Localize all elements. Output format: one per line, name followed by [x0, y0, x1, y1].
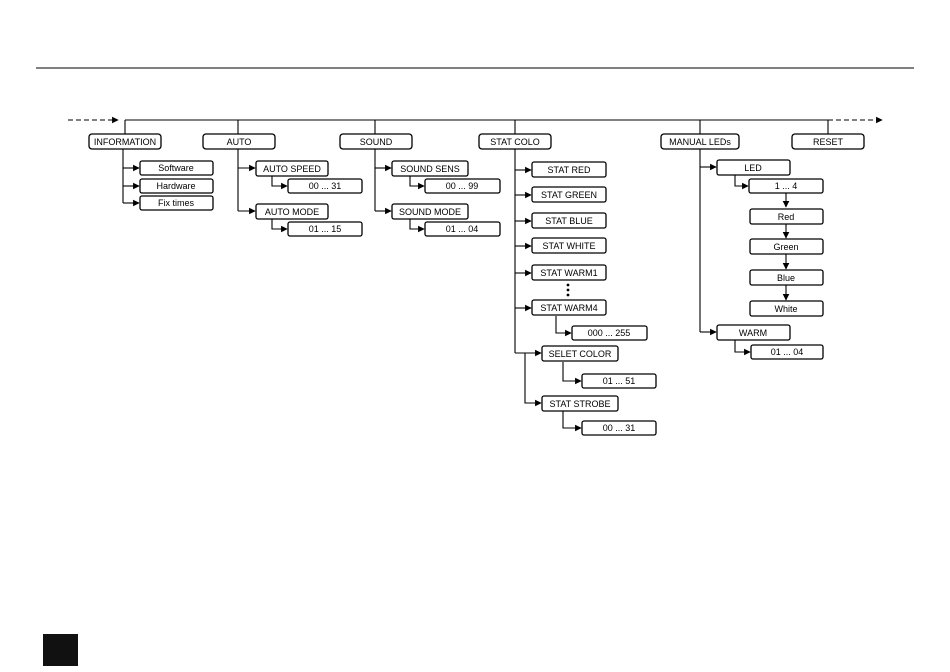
stat-strobe-range-label: 00 ... 31 — [603, 423, 636, 433]
auto-mode-link — [271, 219, 288, 233]
stat-select-link — [562, 362, 582, 385]
info-fix-times-label: Fix times — [158, 198, 195, 208]
page-marker-block — [43, 634, 78, 666]
sound-mode-range-label: 01 ... 04 — [446, 224, 479, 234]
manual-color-red-label: Red — [778, 212, 795, 222]
stat-strobe-link — [562, 411, 582, 432]
stat-white[interactable]: STAT WHITE — [531, 237, 607, 254]
info-hardware-label: Hardware — [156, 181, 195, 191]
menu-manual-leds-label: MANUAL LEDs — [669, 137, 731, 147]
menu-sound[interactable]: SOUND — [339, 133, 413, 150]
stat-warm4[interactable]: STAT WARM4 — [531, 299, 607, 316]
manual-color-white[interactable]: White — [749, 300, 824, 317]
stat-strobe-range[interactable]: 00 ... 31 — [581, 420, 657, 436]
sound-sens-range[interactable]: 00 ... 99 — [424, 178, 501, 194]
manual-color-blue[interactable]: Blue — [749, 269, 824, 286]
manual-color-white-label: White — [774, 304, 797, 314]
menu-stat-colo[interactable]: STAT COLO — [478, 133, 552, 150]
manual-warm[interactable]: WARM — [716, 324, 791, 341]
stat-strobe-label: STAT STROBE — [549, 399, 610, 409]
auto-speed-label: AUTO SPEED — [263, 164, 321, 174]
manual-warm-label: WARM — [739, 328, 767, 338]
auto-speed-link — [271, 176, 288, 190]
manual-warm-range-label: 01 ... 04 — [771, 347, 804, 357]
stat-white-label: STAT WHITE — [543, 241, 596, 251]
stat-select-range-label: 01 ... 51 — [603, 376, 636, 386]
auto-mode-range[interactable]: 01 ... 15 — [287, 221, 363, 237]
info-software-label: Software — [158, 163, 194, 173]
stat-blue-label: STAT BLUE — [545, 216, 593, 226]
sound-sens-range-label: 00 ... 99 — [446, 181, 479, 191]
sound-sens-link — [409, 176, 425, 190]
stat-select-color[interactable]: SELET COLOR — [541, 345, 619, 362]
ellipsis-dot — [566, 288, 570, 292]
menu-information-label: INFORMATION — [94, 137, 156, 147]
sound-mode-range[interactable]: 01 ... 04 — [424, 221, 501, 237]
stat-channel-range-label: 000 ... 255 — [588, 328, 631, 338]
menu-reset[interactable]: RESET — [791, 133, 865, 150]
info-fix-times[interactable]: Fix times — [139, 195, 214, 211]
auto-mode-label: AUTO MODE — [265, 207, 319, 217]
stat-green-label: STAT GREEN — [541, 190, 597, 200]
sound-mode[interactable]: SOUND MODE — [391, 203, 469, 220]
manual-color-red[interactable]: Red — [749, 208, 824, 225]
info-software[interactable]: Software — [139, 160, 214, 176]
auto-speed[interactable]: AUTO SPEED — [255, 160, 329, 177]
sound-mode-label: SOUND MODE — [399, 207, 461, 217]
stat-blue[interactable]: STAT BLUE — [531, 212, 607, 229]
stat-channel-range[interactable]: 000 ... 255 — [571, 325, 648, 341]
manual-led-range[interactable]: 1 ... 4 — [748, 178, 824, 194]
manual-color-green-label: Green — [773, 242, 798, 252]
manual-warm-range[interactable]: 01 ... 04 — [750, 344, 824, 360]
stat-select-color-label: SELET COLOR — [549, 349, 612, 359]
manual-led-link — [734, 175, 749, 190]
auto-speed-range[interactable]: 00 ... 31 — [287, 178, 363, 194]
stat-warm4-label: STAT WARM4 — [540, 303, 597, 313]
stat-strobe[interactable]: STAT STROBE — [541, 395, 619, 412]
sound-sens[interactable]: SOUND SENS — [391, 160, 469, 177]
auto-speed-range-label: 00 ... 31 — [309, 181, 342, 191]
stat-red-label: STAT RED — [547, 165, 591, 175]
manual-color-blue-label: Blue — [777, 273, 795, 283]
stat-green[interactable]: STAT GREEN — [531, 186, 607, 203]
stat-select-range[interactable]: 01 ... 51 — [581, 373, 657, 389]
stat-red[interactable]: STAT RED — [531, 161, 607, 178]
manual-led[interactable]: LED — [716, 159, 791, 176]
menu-auto[interactable]: AUTO — [202, 133, 276, 150]
stat-warm1-label: STAT WARM1 — [540, 268, 597, 278]
stat-warm1[interactable]: STAT WARM1 — [531, 264, 607, 281]
auto-mode-range-label: 01 ... 15 — [309, 224, 342, 234]
ellipsis-dot — [566, 293, 570, 297]
sound-sens-label: SOUND SENS — [400, 164, 460, 174]
stat-strobe-trunk — [524, 353, 542, 407]
info-hardware[interactable]: Hardware — [139, 178, 214, 194]
menu-reset-label: RESET — [813, 137, 844, 147]
menu-sound-label: SOUND — [360, 137, 393, 147]
menu-auto-label: AUTO — [227, 137, 252, 147]
menu-stat-colo-label: STAT COLO — [490, 137, 540, 147]
menu-manual-leds[interactable]: MANUAL LEDs — [660, 133, 740, 150]
auto-mode[interactable]: AUTO MODE — [255, 203, 329, 220]
ellipsis-dot — [566, 283, 570, 287]
manual-led-range-label: 1 ... 4 — [775, 181, 798, 191]
menu-information[interactable]: INFORMATION — [88, 133, 162, 150]
manual-led-label: LED — [744, 163, 762, 173]
manual-color-green[interactable]: Green — [749, 238, 824, 255]
stat-range-link — [555, 316, 572, 337]
manual-warm-link — [734, 340, 751, 356]
sound-mode-link — [409, 219, 425, 233]
